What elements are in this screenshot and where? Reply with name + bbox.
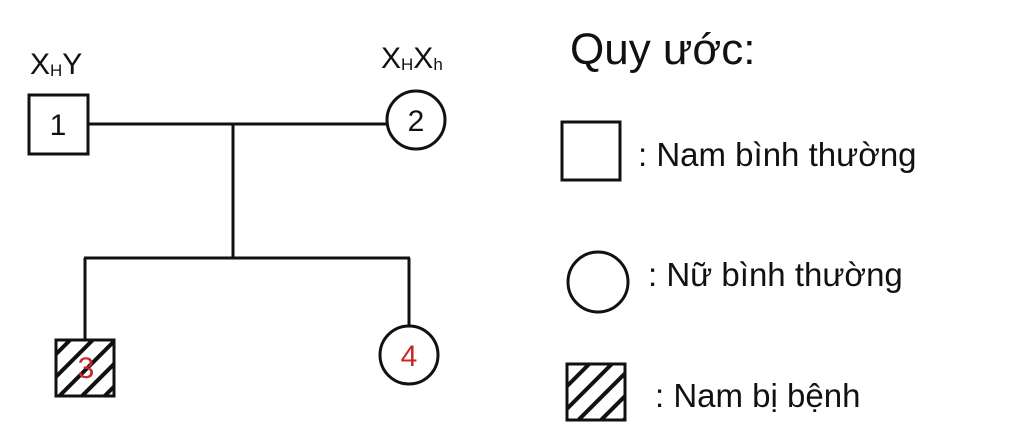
legend-square-symbol xyxy=(560,120,622,182)
legend-hatched-square-symbol xyxy=(565,362,627,422)
legend-label-normal-female: : Nữ bình thường xyxy=(648,256,903,293)
individual-number-1: 1 xyxy=(50,109,67,142)
individual-number-3: 3 xyxy=(78,352,95,385)
female-symbol-4 xyxy=(378,324,440,386)
legend: Quy ước: : Nam bình thường : Nữ bình thư… xyxy=(560,25,917,422)
relationship-lines xyxy=(83,122,411,340)
individual-number-4: 4 xyxy=(401,340,418,373)
male-symbol-1 xyxy=(27,93,90,156)
individual-number-2: 2 xyxy=(408,105,425,138)
genotype-2: XHXh xyxy=(381,42,443,75)
individual-4: 4 xyxy=(378,324,440,386)
individual-3: 3 xyxy=(54,338,116,398)
legend-label-affected-male: : Nam bị bệnh xyxy=(655,377,860,414)
genotype-1: XHY xyxy=(30,48,82,81)
affected-male-symbol-3 xyxy=(54,338,116,398)
individual-2: XHXh 2 xyxy=(381,42,447,151)
legend-circle-symbol xyxy=(566,250,630,314)
legend-title: Quy ước: xyxy=(570,25,755,74)
legend-label-normal-male: : Nam bình thường xyxy=(638,136,917,173)
individual-1: XHY 1 xyxy=(27,48,90,156)
female-symbol-2 xyxy=(385,89,447,151)
